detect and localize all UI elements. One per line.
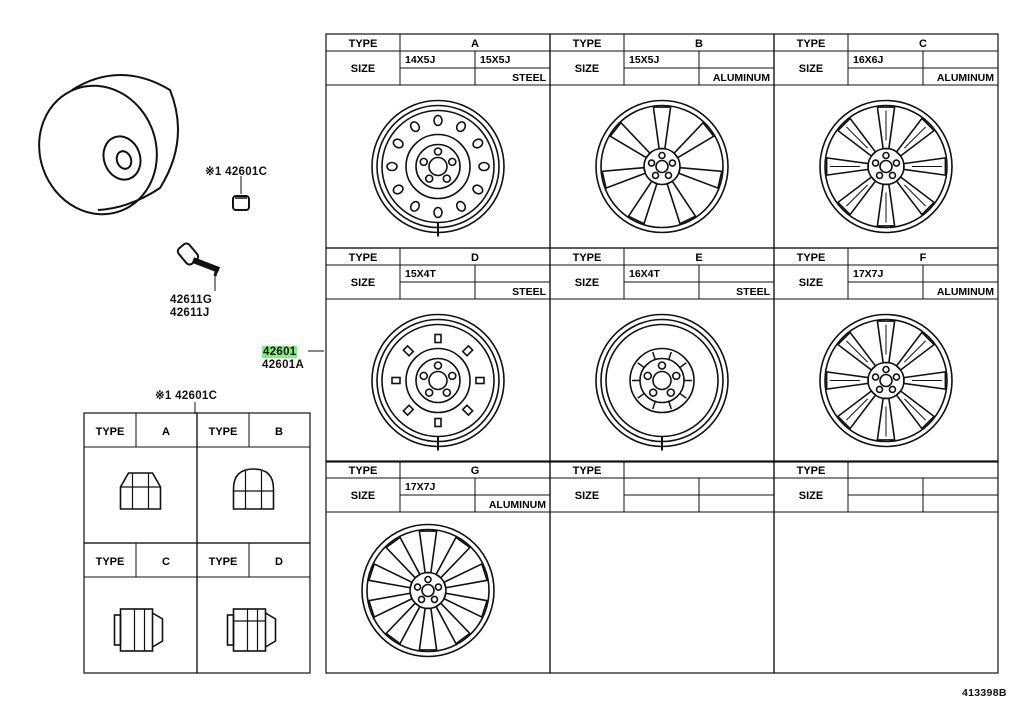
wheel-type-value: C	[919, 38, 927, 50]
size-label: SIZE	[351, 490, 375, 502]
size-label: SIZE	[351, 63, 375, 75]
wheel-alloy-b-illustration	[595, 99, 729, 234]
highlight: 42601	[262, 346, 298, 358]
wheel-size-value: 14X5J	[405, 54, 436, 66]
type-label: TYPE	[573, 465, 602, 477]
size-label: SIZE	[799, 277, 823, 289]
wheel-size-value: 17X7J	[405, 481, 436, 493]
wheel-cell-empty-8: TYPE SIZE	[773, 460, 999, 674]
nut-type-value: A	[162, 426, 170, 438]
type-label: TYPE	[96, 556, 125, 568]
nut-type-value: D	[275, 556, 283, 568]
wheel-steel-d-illustration	[371, 313, 505, 451]
size-label: SIZE	[575, 490, 599, 502]
wheel-size-value: 16X6J	[853, 54, 884, 66]
diagram-id: 413398B	[962, 687, 1007, 699]
wheel-type-value: A	[471, 38, 479, 50]
wheel-cell-g: TYPE SIZE G 17X7J ALUMINUM	[325, 460, 551, 674]
nut-cell-a: TYPE A	[83, 412, 198, 544]
type-label: TYPE	[573, 252, 602, 264]
wheel-cell-c: TYPE SIZE C 16X6J ALUMINUM	[773, 33, 999, 249]
part-number-42601c[interactable]: 42601C	[225, 166, 268, 178]
part-number-42601c-nut[interactable]: 42601C	[175, 390, 218, 402]
wheel-size-value: 15X5J	[629, 54, 660, 66]
size-label: SIZE	[351, 277, 375, 289]
leader-line	[308, 350, 324, 352]
wheel-cell-f: TYPE SIZE F 17X7J ALUMINUM	[773, 247, 999, 463]
type-label: TYPE	[573, 38, 602, 50]
wheel-size-value: 16X4T	[629, 268, 661, 280]
type-label: TYPE	[209, 556, 238, 568]
type-label: TYPE	[349, 465, 378, 477]
lug-nut-b-icon	[232, 468, 275, 510]
wheel-material-value: ALUMINUM	[489, 499, 546, 511]
valve-stem-icon	[176, 242, 221, 291]
wheel-material-value: ALUMINUM	[937, 72, 994, 84]
type-label: TYPE	[797, 252, 826, 264]
type-label: TYPE	[349, 38, 378, 50]
nut-cell-d: TYPE D	[196, 542, 311, 674]
type-label: TYPE	[797, 38, 826, 50]
size-label: SIZE	[799, 63, 823, 75]
reference-mark: ※1	[205, 166, 222, 178]
lug-nut-c-icon	[113, 608, 164, 652]
wheel-alloy-g-illustration	[361, 523, 495, 658]
nut-label: ※1 42601C	[155, 388, 217, 402]
wheel-material-value: STEEL	[512, 72, 546, 84]
wheel-size-value: 15X4T	[405, 268, 437, 280]
wheel-cell-d: TYPE SIZE D 15X4T STEEL	[325, 247, 551, 463]
part-number-42601[interactable]: 42601	[262, 346, 298, 358]
wheel-material-value: STEEL	[512, 286, 546, 298]
wheel-steel-illustration	[371, 99, 505, 237]
nut-cell-c: TYPE C	[83, 542, 198, 674]
wheel-alloy-c-illustration	[819, 99, 953, 234]
wheel-size-value: 17X7J	[853, 268, 884, 280]
size-label: SIZE	[575, 277, 599, 289]
wheel-type-value: B	[695, 38, 703, 50]
valve-cap-icon	[232, 176, 250, 211]
wheel-material-value: ALUMINUM	[937, 286, 994, 298]
type-label: TYPE	[349, 252, 378, 264]
lug-nut-a-icon	[119, 472, 162, 510]
spare-wheel-illustration	[38, 74, 179, 216]
wheel-size-value: 15X5J	[480, 54, 511, 66]
wheel-material-value: ALUMINUM	[713, 72, 770, 84]
wheel-cell-empty-7: TYPE SIZE	[549, 460, 775, 674]
nut-type-value: B	[275, 426, 283, 438]
valve-cap-label: ※1 42601C	[205, 164, 267, 178]
reference-mark: ※1	[155, 390, 172, 402]
lug-nut-d-icon	[226, 608, 277, 652]
part-number-42601a[interactable]: 42601A	[262, 359, 305, 371]
wheel-type-value: G	[471, 465, 480, 477]
wheel-type-value: D	[471, 252, 479, 264]
type-label: TYPE	[209, 426, 238, 438]
size-label: SIZE	[799, 490, 823, 502]
wheel-material-value: STEEL	[736, 286, 770, 298]
wheel-alloy-f-illustration	[819, 313, 953, 448]
type-label: TYPE	[96, 426, 125, 438]
nut-cell-b: TYPE B	[196, 412, 311, 544]
nut-type-value: C	[162, 556, 170, 568]
size-label: SIZE	[575, 63, 599, 75]
leader-line	[194, 402, 196, 414]
wheel-type-value: E	[695, 252, 702, 264]
wheel-type-value: F	[920, 252, 927, 264]
valve-part-2[interactable]: 42611J	[170, 307, 210, 319]
valve-part-1[interactable]: 42611G	[170, 294, 213, 306]
wheel-steel-e-illustration	[595, 313, 729, 451]
type-label: TYPE	[797, 465, 826, 477]
